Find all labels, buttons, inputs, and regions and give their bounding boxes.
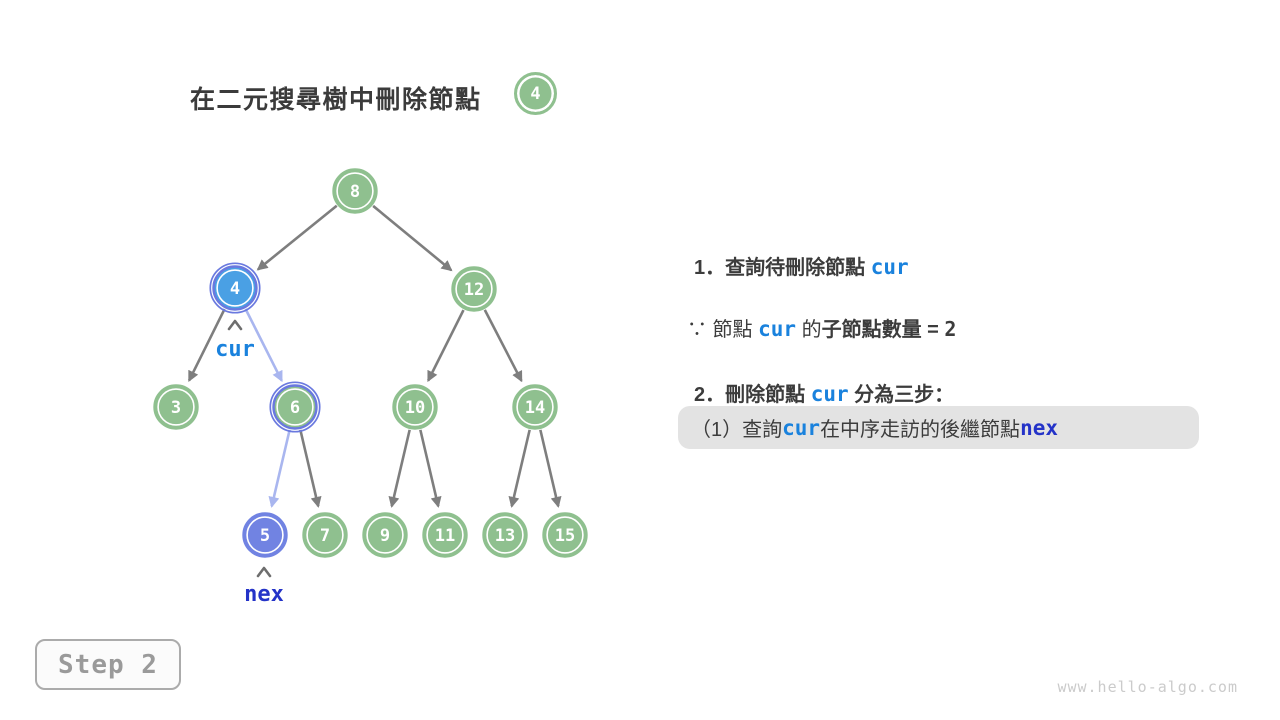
tree-node-value: 5 bbox=[260, 526, 270, 546]
edge-6-5 bbox=[268, 429, 291, 508]
cur-caret-icon bbox=[227, 319, 243, 331]
text-segment: 2．刪除節點 bbox=[694, 384, 811, 406]
text-segment: ∵ 節點 bbox=[687, 319, 759, 341]
text-segment: 2 bbox=[944, 317, 957, 341]
tree-node-value: 10 bbox=[405, 398, 425, 418]
step-count-badge: 4 bbox=[514, 72, 557, 115]
tree-node-5: 5 bbox=[242, 512, 288, 558]
tree-node-value: 6 bbox=[290, 398, 300, 418]
page-title: 在二元搜尋樹中刪除節點 bbox=[190, 86, 482, 114]
edge-8-12 bbox=[372, 204, 453, 272]
tree-node-8: 8 bbox=[332, 168, 378, 214]
edge-4-3 bbox=[187, 308, 226, 383]
tree-node-value: 15 bbox=[555, 526, 575, 546]
step1-heading: 1．查詢待刪除節點 cur bbox=[694, 251, 909, 280]
tree-node-11: 11 bbox=[422, 512, 468, 558]
tree-node-12: 12 bbox=[451, 266, 497, 312]
edge-8-4 bbox=[256, 204, 338, 271]
text-segment: nex bbox=[1020, 415, 1058, 440]
text-segment: cur bbox=[810, 382, 849, 406]
tree-node-value: 4 bbox=[230, 279, 240, 299]
tree-node-value: 9 bbox=[380, 526, 390, 546]
edge-12-10 bbox=[427, 309, 465, 383]
text-segment: （1）查詢 bbox=[691, 419, 783, 441]
edge-6-7 bbox=[299, 429, 322, 508]
tree-node-14: 14 bbox=[512, 384, 558, 430]
tree-node-10: 10 bbox=[392, 384, 438, 430]
step-count-badge-number: 4 bbox=[530, 83, 541, 104]
tree-node-15: 15 bbox=[542, 512, 588, 558]
tree-node-3: 3 bbox=[153, 384, 199, 430]
text-segment: cur bbox=[782, 415, 821, 440]
nex-caret-icon bbox=[256, 566, 272, 578]
tree-node-9: 9 bbox=[362, 512, 408, 558]
text-segment: 的 bbox=[796, 319, 822, 341]
edge-4-6 bbox=[244, 308, 283, 383]
edge-10-9 bbox=[388, 429, 411, 508]
text-segment: 在中序走訪的後繼節點 bbox=[820, 419, 1021, 441]
cur-pointer-label: cur bbox=[215, 337, 255, 362]
tree-node-value: 11 bbox=[435, 526, 455, 546]
reason-line: ∵ 節點 cur 的子節點數量 = 2 bbox=[687, 313, 956, 342]
tree-node-value: 14 bbox=[525, 398, 545, 418]
tree-node-value: 13 bbox=[495, 526, 515, 546]
tree-node-value: 12 bbox=[464, 280, 484, 300]
tree-node-4: 4 bbox=[209, 262, 261, 314]
step-indicator: Step 2 bbox=[35, 639, 181, 690]
text-segment: 子節點數量 bbox=[821, 319, 922, 341]
text-segment: = bbox=[921, 319, 945, 341]
nex-pointer-label: nex bbox=[244, 582, 284, 607]
step-indicator-label: Step 2 bbox=[58, 649, 158, 680]
step2-heading: 2．刪除節點 cur 分為三步： bbox=[694, 378, 954, 407]
tree-node-value: 7 bbox=[320, 526, 330, 546]
tree-node-13: 13 bbox=[482, 512, 528, 558]
text-segment: 1．查詢待刪除節點 bbox=[694, 257, 871, 279]
edge-14-13 bbox=[508, 429, 531, 508]
tree-node-6: 6 bbox=[269, 381, 321, 433]
edge-12-14 bbox=[483, 309, 523, 383]
text-segment: cur bbox=[870, 255, 909, 279]
edge-14-15 bbox=[539, 429, 562, 508]
edge-10-11 bbox=[419, 429, 442, 508]
watermark: www.hello-algo.com bbox=[1057, 678, 1238, 696]
text-segment: cur bbox=[758, 317, 797, 341]
tree-node-value: 3 bbox=[171, 398, 181, 418]
substep-highlight: （1）查詢 cur 在中序走訪的後繼節點 nex bbox=[678, 406, 1199, 449]
tree-node-7: 7 bbox=[302, 512, 348, 558]
text-segment: 分為三步： bbox=[848, 384, 955, 406]
tree-node-value: 8 bbox=[350, 182, 360, 202]
